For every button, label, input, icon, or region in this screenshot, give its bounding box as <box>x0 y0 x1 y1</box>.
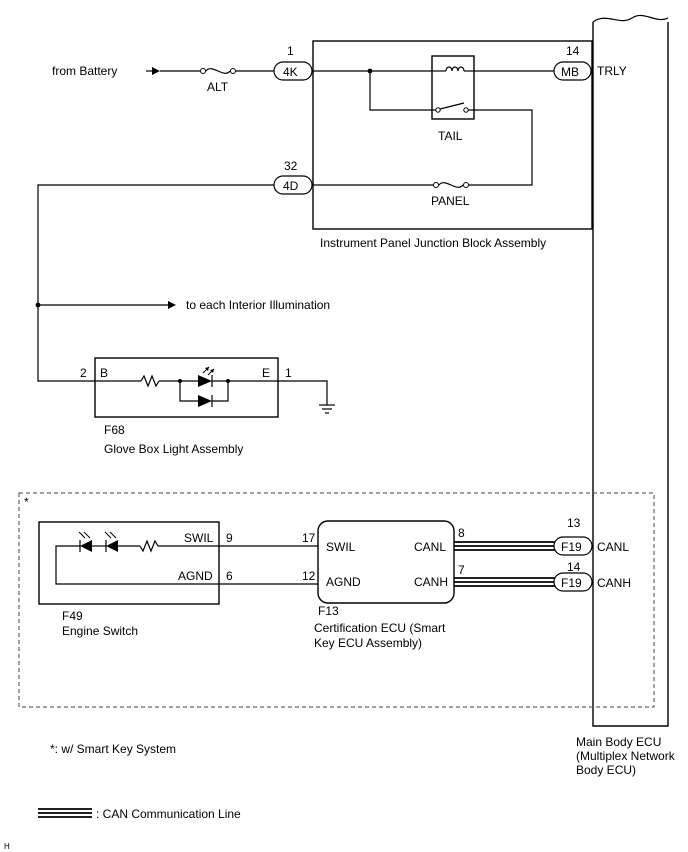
ground-icon <box>319 404 335 414</box>
smart-key-note: *: w/ Smart Key System <box>50 742 176 756</box>
cert-ecu-agnd: AGND <box>326 575 361 589</box>
junction-block: Instrument Panel Junction Block Assembly <box>312 40 593 250</box>
cert-ecu-canh: CANH <box>414 575 448 589</box>
glove-box-light: 2 B E 1 F68 Glove Box Light Assembly <box>80 357 292 456</box>
led-icon <box>106 540 118 552</box>
from-battery-label: from Battery <box>52 64 117 78</box>
connector-4k-code: 4K <box>283 65 298 79</box>
resistor-icon <box>140 374 160 388</box>
can-line-canh <box>454 577 556 587</box>
connector-4k-pin: 1 <box>287 44 294 58</box>
can-legend-label: : CAN Communication Line <box>96 807 241 821</box>
cert-ecu-code: F13 <box>318 604 339 618</box>
cert-ecu-pin-canl: 8 <box>458 526 465 540</box>
engine-switch-agnd: AGND <box>178 569 213 583</box>
cert-ecu-pin-agnd: 12 <box>302 569 316 583</box>
certification-ecu: 17 12 SWIL AGND CANL CANH 8 7 F13 Certif… <box>302 520 465 650</box>
arrow-right-icon <box>168 301 176 309</box>
relay-switch-icon <box>439 102 465 110</box>
signal-canh: CANH <box>597 576 631 590</box>
engine-switch-swil: SWIL <box>184 531 214 545</box>
connector-4d-code: 4D <box>283 179 299 193</box>
tail-relay: TAIL <box>431 55 557 143</box>
can-legend-symbol <box>38 808 92 818</box>
cert-ecu-pin-canh: 7 <box>458 563 465 577</box>
fuse-icon <box>438 182 464 188</box>
relay-coil-icon <box>445 66 465 72</box>
connector-mb: 14 MB TRLY <box>553 44 627 81</box>
engine-switch-code: F49 <box>62 609 83 623</box>
battery-feed: from Battery <box>52 64 200 78</box>
main-body-ecu: Main Body ECU (Multiplex Network Body EC… <box>576 14 676 777</box>
cert-ecu-swil: SWIL <box>326 540 356 554</box>
connector-f19-canl: 13 F19 CANL <box>553 516 629 556</box>
connector-f19-canh-pin: 14 <box>567 560 581 574</box>
signal-trly: TRLY <box>597 64 627 78</box>
connector-f19-canl-pin: 13 <box>567 516 581 530</box>
cert-ecu-name-line2: Key ECU Assembly) <box>314 636 422 650</box>
main-body-ecu-name-line2: (Multiplex Network <box>576 749 676 763</box>
signal-canl: CANL <box>597 540 629 554</box>
connector-f19-canh-code: F19 <box>561 576 582 590</box>
fuse-icon <box>205 68 231 74</box>
connector-f19-canh: 14 F19 CANH <box>553 560 631 592</box>
main-body-ecu-name-line1: Main Body ECU <box>576 735 661 749</box>
connector-4k: 1 4K <box>273 44 313 81</box>
cert-ecu-name-line1: Certification ECU (Smart <box>314 621 446 635</box>
alt-fuse: ALT <box>200 68 236 94</box>
glove-box-code: F68 <box>104 423 125 437</box>
alt-fuse-label: ALT <box>207 80 229 94</box>
corner-mark: H <box>4 842 10 851</box>
cert-ecu-pin-swil: 17 <box>302 531 316 545</box>
glove-box-terminal-e: E <box>262 366 270 380</box>
tail-relay-label: TAIL <box>438 129 463 143</box>
led-icon <box>80 540 92 552</box>
arrow-right-icon <box>152 67 160 75</box>
connector-4d-pin: 32 <box>284 159 298 173</box>
interior-illumination-label: to each Interior Illumination <box>186 298 330 312</box>
can-line-canl <box>454 541 556 551</box>
engine-switch-pin-agnd: 6 <box>226 569 233 583</box>
connector-4d: 32 4D <box>273 159 313 195</box>
engine-switch: SWIL AGND 9 6 F49 Engine Switch <box>38 521 233 638</box>
led-icon <box>198 375 212 387</box>
glove-box-pin-b: 2 <box>80 366 87 380</box>
resistor-icon <box>139 539 159 553</box>
connector-mb-pin: 14 <box>566 44 580 58</box>
main-body-ecu-name-line3: Body ECU) <box>576 763 636 777</box>
cert-ecu-canl: CANL <box>414 540 446 554</box>
diode-icon <box>198 395 212 407</box>
smart-key-marker: * <box>24 495 29 509</box>
glove-box-pin-e: 1 <box>285 366 292 380</box>
glove-box-terminal-b: B <box>100 366 108 380</box>
connector-mb-code: MB <box>561 65 579 79</box>
glove-box-name: Glove Box Light Assembly <box>104 442 243 456</box>
engine-switch-pin-swil: 9 <box>226 531 233 545</box>
panel-fuse: PANEL <box>431 182 470 208</box>
panel-fuse-label: PANEL <box>431 194 470 208</box>
connector-f19-canl-code: F19 <box>561 540 582 554</box>
junction-block-name: Instrument Panel Junction Block Assembly <box>320 236 546 250</box>
engine-switch-name: Engine Switch <box>62 624 138 638</box>
smart-key-section <box>18 492 655 708</box>
